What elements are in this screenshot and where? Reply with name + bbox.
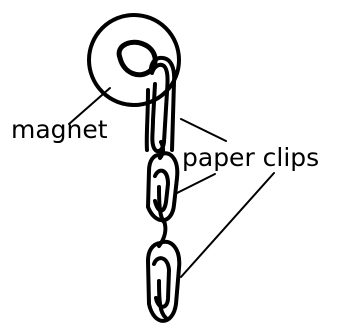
magnet-label: magnet: [11, 117, 108, 142]
clip-leader-line-3: [181, 173, 274, 277]
paper-clip-3: [148, 242, 179, 321]
paper-clips-label: paper clips: [182, 145, 319, 170]
magnet-inner-hole: [119, 42, 155, 75]
clip-leader-line-1: [181, 119, 226, 141]
paper-clip-chain: [147, 58, 180, 321]
paper-clip-1: [147, 58, 174, 151]
paper-clip-2: [148, 153, 177, 222]
clip-leader-line-2: [177, 174, 215, 193]
